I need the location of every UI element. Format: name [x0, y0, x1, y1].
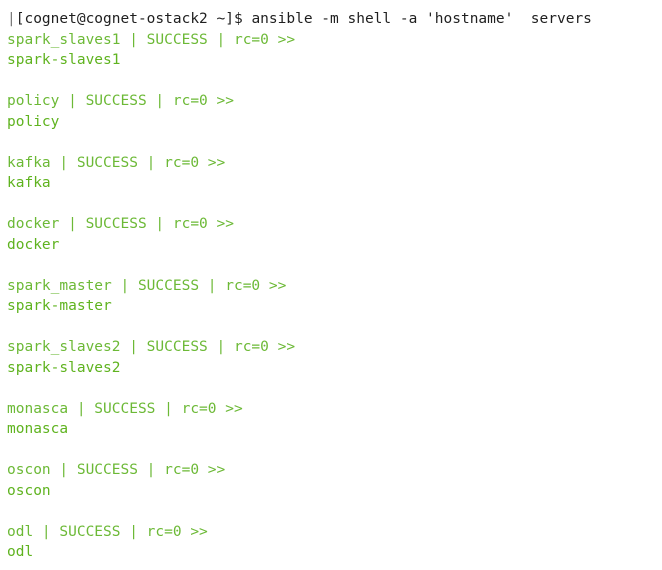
blank-line	[7, 317, 662, 338]
result-status-line: kafka | SUCCESS | rc=0 >>	[7, 154, 226, 171]
result-output-line: spark-slaves1	[7, 52, 121, 68]
result-status-line: monasca | SUCCESS | rc=0 >>	[7, 400, 243, 417]
command-text: ansible -m shell -a 'hostname' servers	[251, 11, 592, 27]
blank-line	[7, 255, 662, 276]
result-output-line: spark-master	[7, 298, 112, 314]
result-status-line: spark_slaves2 | SUCCESS | rc=0 >>	[7, 339, 296, 355]
shell-prompt: [cognet@cognet-ostack2 ~]$	[15, 11, 243, 27]
command-line: |[cognet@cognet-ostack2 ~]$ ansible -m s…	[7, 9, 662, 30]
result-output-line: policy	[7, 113, 60, 130]
blank-line	[7, 194, 662, 215]
result-status-line: oscon | SUCCESS | rc=0 >>	[7, 462, 226, 478]
result-status-line: odl | SUCCESS | rc=0 >>	[7, 523, 208, 540]
result-status-line: spark_slaves1 | SUCCESS | rc=0 >>	[7, 31, 296, 48]
result-status-line: spark_master | SUCCESS | rc=0 >>	[7, 277, 287, 294]
result-output-line: spark-slaves2	[7, 359, 121, 376]
result-output-line: monasca	[7, 421, 69, 437]
result-output-line: kafka	[7, 175, 51, 191]
result-output-line: oscon	[7, 482, 51, 499]
margin-mark: |	[7, 11, 16, 27]
blank-line	[7, 71, 662, 92]
result-output-line: odl	[7, 544, 34, 560]
blank-line	[7, 501, 662, 522]
blank-line	[7, 440, 662, 461]
blank-line	[7, 378, 662, 399]
result-output-line: docker	[7, 236, 60, 253]
result-status-line: docker | SUCCESS | rc=0 >>	[7, 216, 234, 232]
blank-line	[7, 132, 662, 153]
result-status-line: policy | SUCCESS | rc=0 >>	[7, 93, 234, 109]
